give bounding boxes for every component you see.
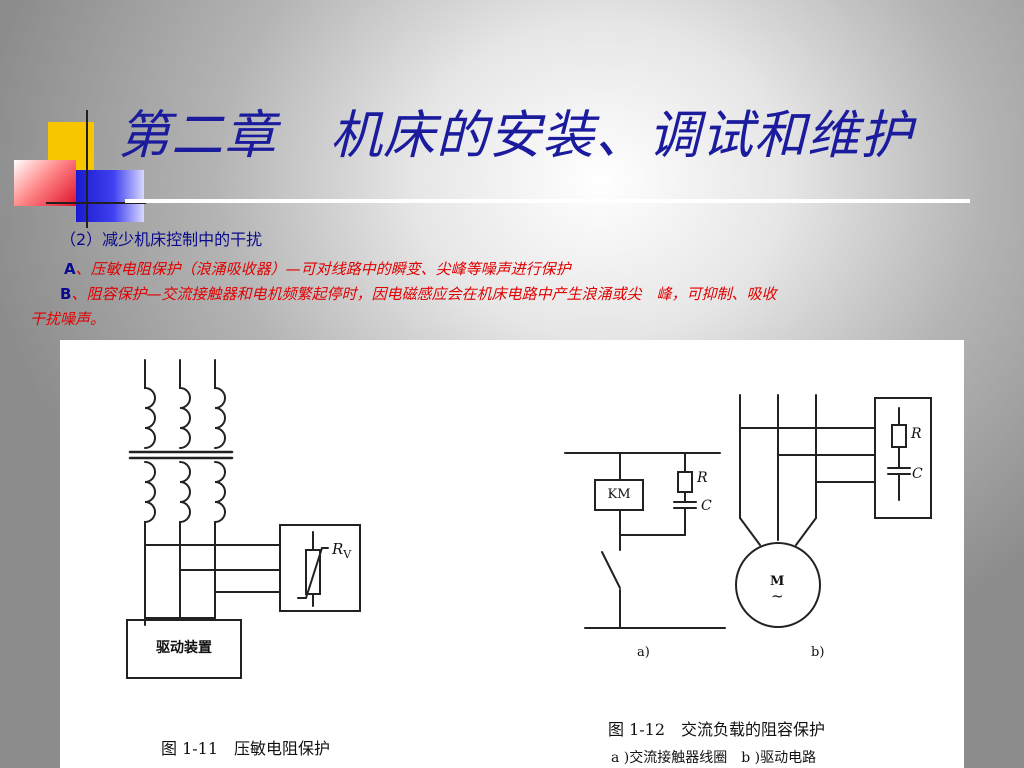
figure-1-11-caption: 图 1-11 压敏电阻保护 <box>161 739 331 758</box>
item-b-continuation: 干扰噪声。 <box>30 310 106 328</box>
item-a-marker: A <box>64 260 76 278</box>
item-b: B、阻容保护—交流接触器和电机频繁起停时，因电磁感应会在机床电路中产生浪涌或尖 … <box>60 283 776 304</box>
resistor-b-label: R <box>911 426 922 442</box>
circuit-diagram <box>126 359 932 679</box>
figure-1-12-caption: 图 1-12 交流负载的阻容保护 <box>608 720 826 739</box>
motor-circle <box>735 542 821 628</box>
figure-1-12-subcaption: a )交流接触器线圈 b )驱动电路 <box>611 750 817 766</box>
varistor-label-main: R <box>332 540 344 558</box>
item-a-text: 压敏电阻保护（浪涌吸收器）—可对线路中的瞬变、尖峰等噪声进行保护 <box>90 260 571 278</box>
switch-contact <box>601 551 621 589</box>
circuit-figure: RV 驱动装置 图 1-11 压敏电阻保护 KM R C R C M ~ a) … <box>60 340 964 768</box>
varistor-body <box>305 549 321 595</box>
resistor-a-label: R <box>697 470 708 486</box>
motor-lead-1 <box>739 517 761 546</box>
item-b-separator: 、 <box>71 285 87 303</box>
title-underline <box>125 199 970 203</box>
decor-red-square <box>14 160 76 206</box>
transformer-primary-coils <box>144 359 226 449</box>
drive-unit-label: 驱动装置 <box>156 640 212 656</box>
drive-unit-box <box>126 619 242 679</box>
transformer-secondary-coils <box>144 461 226 626</box>
varistor-label-sub: V <box>343 548 352 561</box>
subfigure-b-label: b) <box>811 645 825 660</box>
item-b-text: 阻容保护—交流接触器和电机频繁起停时，因电磁感应会在机床电路中产生浪涌或尖 峰，… <box>86 285 777 303</box>
rc-b-box <box>874 397 932 519</box>
capacitor-a-label: C <box>701 498 712 514</box>
motor-lead-3 <box>795 517 817 546</box>
item-b-marker: B <box>60 285 72 303</box>
varistor-label: RV <box>332 540 351 561</box>
motor-label: M <box>770 574 785 589</box>
resistor-b <box>891 424 907 448</box>
capacitor-b-label: C <box>912 466 923 482</box>
item-a-separator: 、 <box>75 260 91 278</box>
varistor-slash <box>297 547 329 599</box>
item-a: A、压敏电阻保护（浪涌吸收器）—可对线路中的瞬变、尖峰等噪声进行保护 <box>64 258 571 279</box>
decor-vertical-line <box>86 110 88 228</box>
subfigure-a-label: a) <box>637 645 650 660</box>
slide-title: 第二章 机床的安装、调试和维护 <box>118 106 914 166</box>
motor-ac-symbol: ~ <box>771 587 784 605</box>
km-label: KM <box>607 487 631 502</box>
resistor-a <box>677 471 693 493</box>
decor-horizontal-line <box>46 202 146 204</box>
section-subheading: （2）减少机床控制中的干扰 <box>60 230 263 249</box>
varistor-box <box>279 524 361 612</box>
